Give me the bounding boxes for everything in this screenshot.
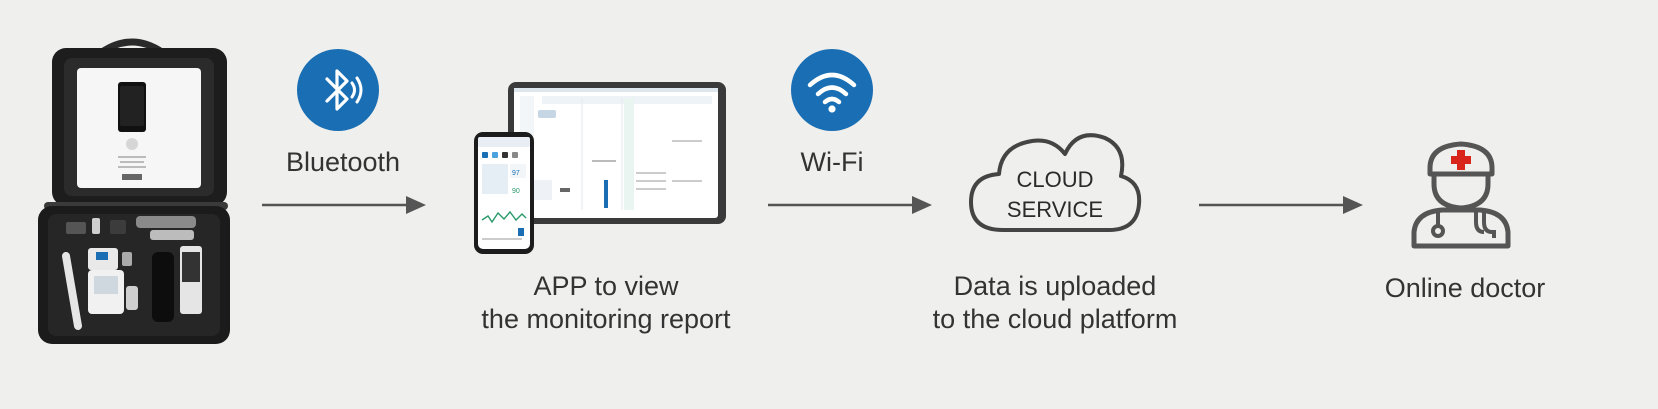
cloud-text: CLOUD SERVICE (985, 165, 1125, 225)
cloud-caption-line1: Data is uploaded (905, 270, 1205, 303)
cloud-text-line2: SERVICE (985, 195, 1125, 225)
app-caption: APP to view the monitoring report (456, 270, 756, 336)
arrow-1 (262, 193, 428, 217)
arrow-3 (1199, 193, 1365, 217)
cloud-caption-line2: to the cloud platform (905, 303, 1205, 336)
doctor-caption: Online doctor (1370, 272, 1560, 304)
svg-text:97: 97 (512, 170, 520, 177)
arrow-2 (768, 193, 934, 217)
doctor-icon (1408, 140, 1514, 250)
svg-text:90: 90 (512, 188, 520, 195)
app-caption-line2: the monitoring report (456, 303, 756, 336)
cloud-text-line1: CLOUD (985, 165, 1125, 195)
bluetooth-icon (297, 49, 379, 131)
medical-kit-case-image (32, 34, 232, 356)
cloud-caption: Data is uploaded to the cloud platform (905, 270, 1205, 336)
app-caption-line1: APP to view (456, 270, 756, 303)
wifi-icon (791, 49, 873, 131)
wifi-label: Wi-Fi (770, 146, 894, 178)
bluetooth-label: Bluetooth (268, 146, 418, 178)
app-devices-image: 97 90 (472, 80, 732, 258)
